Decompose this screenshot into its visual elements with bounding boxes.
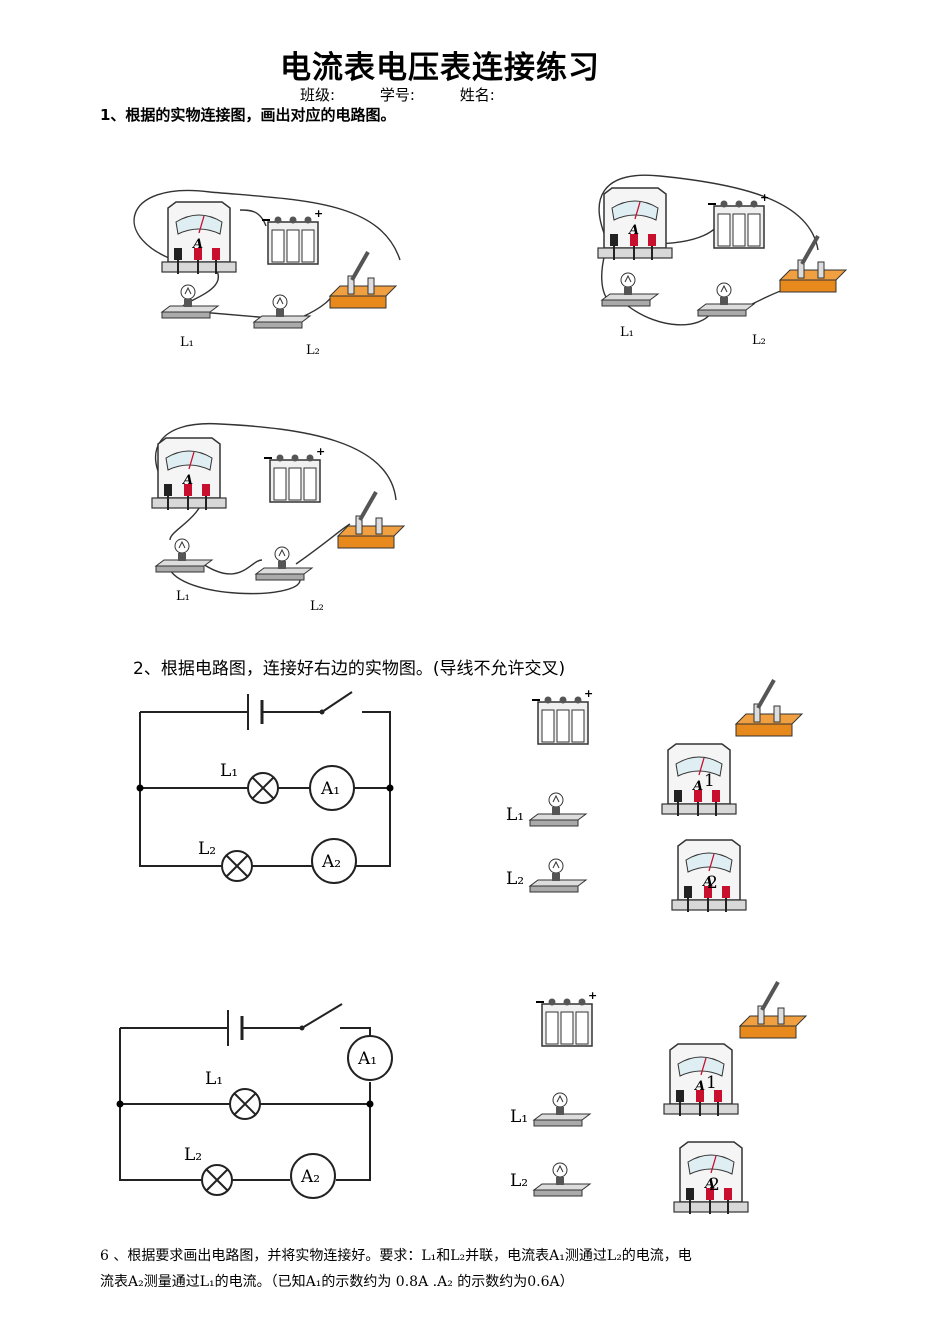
label-a1: A₁ [320,779,340,799]
ammeter-a1-symbol [347,1035,393,1081]
label-l1: L₁ [620,325,634,340]
label-l2: L₂ [510,1171,528,1191]
question-1: 1、根据的实物连接图，画出对应的电路图。 [100,106,396,124]
class-label: 班级: [300,86,336,104]
label-l1: L₁ [506,805,524,825]
page-title: 电流表电压表连接练习 [280,50,600,86]
label-ammeter-2: 2 [709,1175,720,1195]
battery-icon [535,988,599,1047]
name-label: 姓名: [459,86,495,104]
label-ammeter-1: 1 [706,1073,717,1093]
ammeter-a1-icon [663,1043,739,1117]
ammeter-a1-symbol [309,765,355,811]
ammeter-a2-symbol [290,1153,336,1199]
ammeter-a2-symbol [311,838,357,884]
label-ammeter-1: 1 [704,771,715,791]
question-6-line-2: 流表A₂测量通过L₁的电流。（已知A₁的示数约为 0.8A .A₂ 的示数约为0… [100,1274,574,1290]
student-info: 班级: 学号: 姓名: [300,84,535,105]
number-label: 学号: [379,86,415,104]
label-l1: L₁ [510,1107,528,1127]
label-l2: L₂ [310,599,324,614]
label-l2: L₂ [198,839,216,859]
lamp-l1-icon [533,1092,591,1127]
question-6-line-1: 6 、根据要求画出电路图，并将实物连接好。要求：L₁和L₂并联，电流表A₁测通过… [100,1248,692,1264]
question-6: 6 、根据要求画出电路图，并将实物连接好。要求：L₁和L₂并联，电流表A₁测通过… [100,1243,860,1295]
label-ammeter-2: 2 [707,873,718,893]
question-2: 2、根据电路图，连接好右边的实物图。(导线不允许交叉) [133,659,566,679]
label-l2: L₂ [306,343,320,358]
label-l2: L₂ [184,1145,202,1165]
label-l1: L₁ [220,761,238,781]
label-l2: L₂ [506,869,524,889]
label-a1: A₁ [357,1049,377,1069]
label-l1: L₁ [176,589,190,604]
lamp-l2-icon [533,1162,591,1197]
label-l1: L₁ [205,1069,223,1089]
label-a2: A₂ [300,1167,320,1187]
label-a2: A₂ [321,852,341,872]
label-l1: L₁ [180,335,194,350]
label-l2: L₂ [752,333,766,348]
switch-icon [738,980,808,1040]
